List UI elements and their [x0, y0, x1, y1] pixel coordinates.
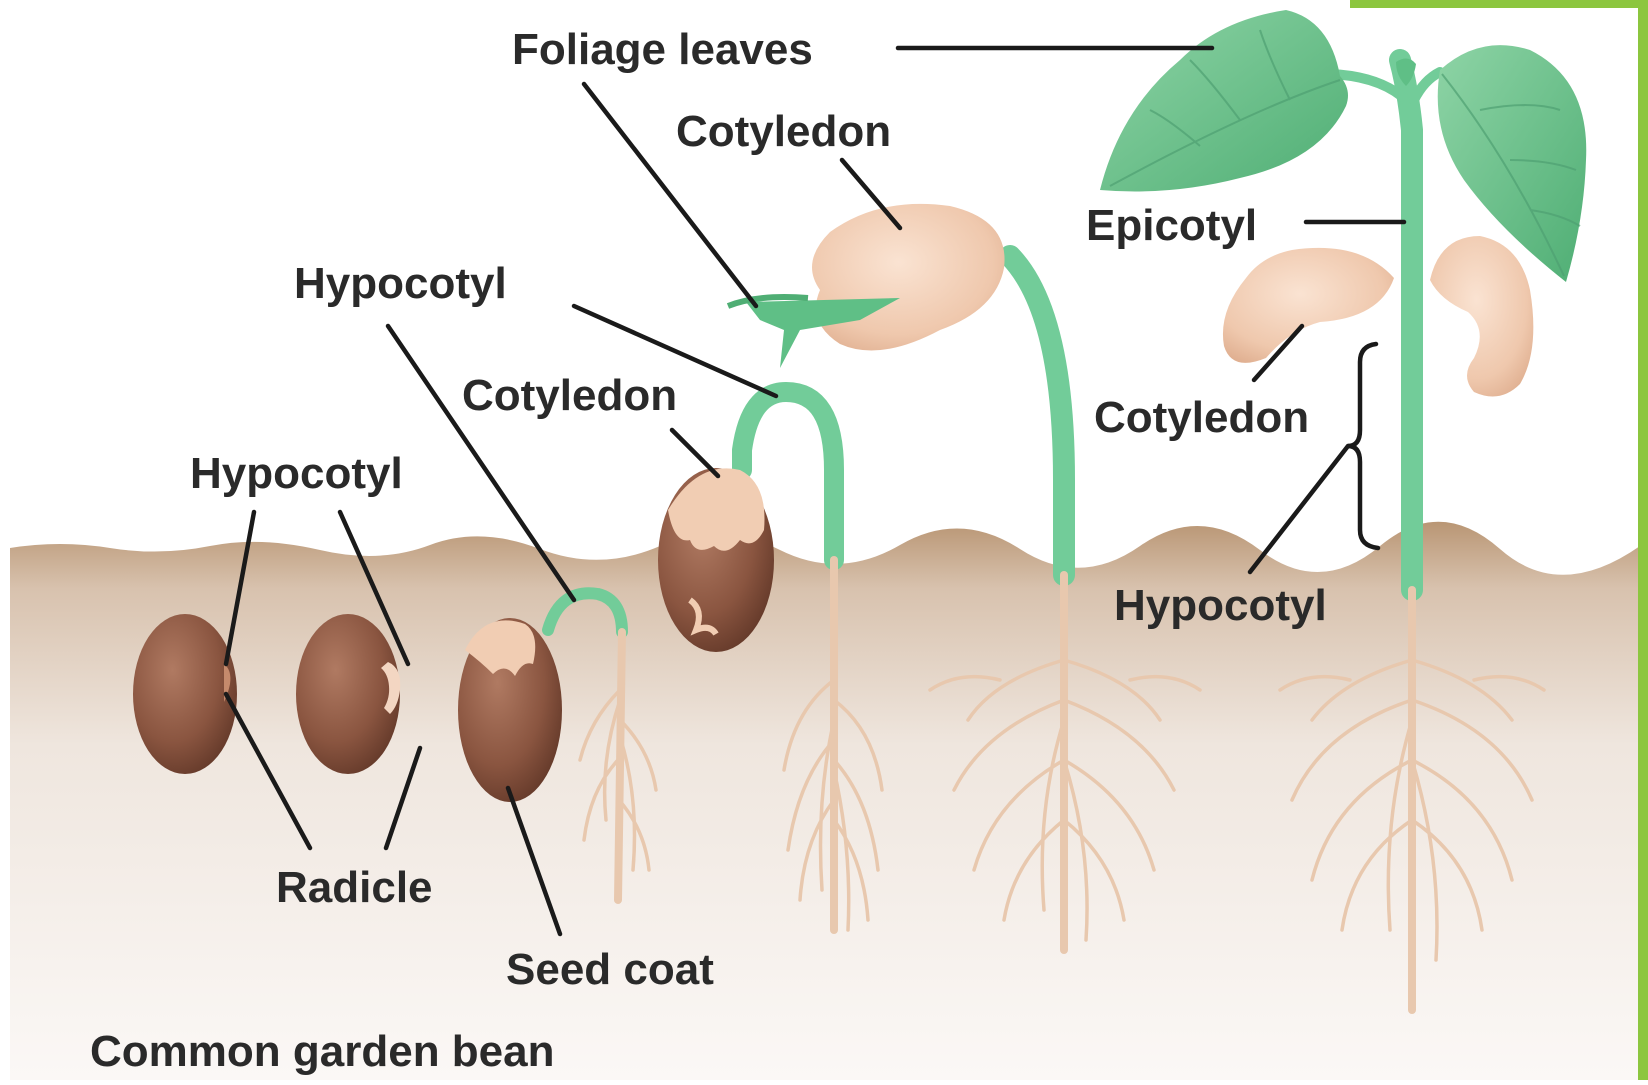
figure-caption: Common garden bean [90, 1027, 555, 1076]
label-cotyledon-mid: Cotyledon [462, 371, 677, 420]
foliage-leaf-left [1100, 10, 1348, 192]
label-radicle: Radicle [276, 863, 433, 912]
seed-stage-1 [133, 614, 237, 774]
accent-bar [1350, 0, 1648, 8]
label-hypocotyl-right: Hypocotyl [1114, 581, 1327, 630]
cotyledon-right [1430, 236, 1533, 397]
label-epicotyl: Epicotyl [1086, 201, 1257, 250]
label-cotyledon-top: Cotyledon [676, 107, 891, 156]
label-seed-coat: Seed coat [506, 945, 714, 994]
accent-bar-side [1638, 0, 1648, 1080]
label-cotyledon-right: Cotyledon [1094, 393, 1309, 442]
label-hypocotyl-left: Hypocotyl [190, 449, 403, 498]
label-foliage-leaves: Foliage leaves [512, 25, 813, 74]
seed-stage-2 [296, 614, 400, 774]
label-hypocotyl-mid: Hypocotyl [294, 259, 507, 308]
